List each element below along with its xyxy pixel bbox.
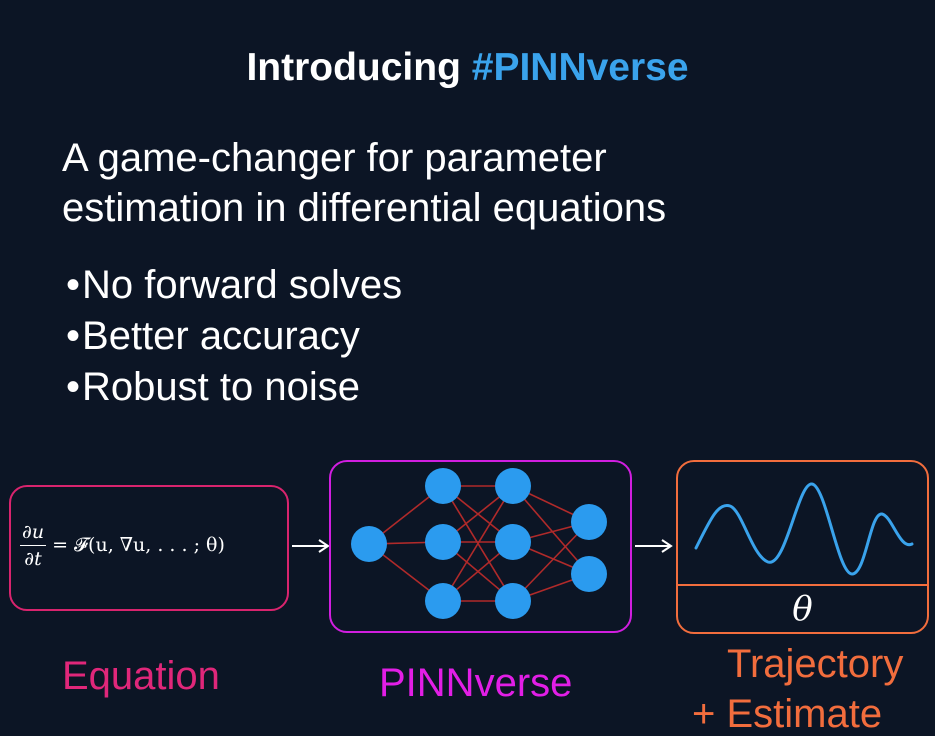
subtitle-line-1: A game-changer for parameter	[62, 136, 607, 180]
network-node	[495, 524, 531, 560]
slide-title: Introducing #PINNverse	[0, 44, 935, 92]
bullet-item: •No forward solves	[66, 260, 402, 311]
trajectory-box: θ	[676, 460, 929, 634]
network-node	[425, 524, 461, 560]
fraction-numerator: ∂u	[20, 520, 47, 546]
bullet-list: •No forward solves •Better accuracy •Rob…	[66, 260, 402, 413]
bullet-text: Better accuracy	[82, 314, 360, 358]
differential-equation: ∂u ∂t = 𝓕(u, ∇u, . . . ; θ)	[20, 513, 225, 577]
bullet-marker: •	[66, 314, 81, 358]
subtitle-line-2: estimation in differential equations	[62, 186, 667, 230]
equation-box	[9, 485, 289, 611]
label-estimate: + Estimate	[692, 692, 883, 736]
network-node	[571, 556, 607, 592]
network-node	[495, 468, 531, 504]
network-node	[495, 583, 531, 619]
network-node	[351, 526, 387, 562]
label-pinnverse: PINNverse	[379, 661, 573, 705]
subtitle: A game-changer for parameter estimation …	[62, 133, 666, 233]
network-edge	[442, 485, 514, 602]
bullet-text: No forward solves	[82, 263, 403, 307]
divider-line	[678, 584, 927, 586]
label-trajectory: Trajectory	[727, 642, 904, 686]
equation-rhs: = 𝓕(u, ∇u, . . . ; θ)	[52, 534, 225, 556]
network-node	[425, 468, 461, 504]
arrow-right-icon	[292, 539, 330, 553]
bullet-item: •Robust to noise	[66, 362, 402, 413]
label-equation: Equation	[62, 654, 220, 698]
title-hashtag: #PINNverse	[471, 46, 689, 89]
title-prefix: Introducing	[246, 46, 461, 89]
network-nodes	[351, 468, 607, 619]
network-box	[329, 460, 632, 633]
theta-symbol: θ	[792, 589, 813, 629]
trajectory-wave	[694, 482, 914, 576]
network-node	[571, 504, 607, 540]
network-edges	[368, 485, 590, 602]
bullet-marker: •	[66, 365, 81, 409]
neural-network-diagram	[351, 468, 607, 619]
bullet-marker: •	[66, 263, 81, 307]
network-edge	[512, 485, 590, 575]
network-edge	[512, 521, 590, 602]
bullet-item: •Better accuracy	[66, 311, 402, 362]
bullet-text: Robust to noise	[82, 365, 360, 409]
arrow-right-icon	[635, 539, 673, 553]
fraction-denominator: ∂t	[24, 547, 42, 570]
network-node	[425, 583, 461, 619]
derivative-fraction: ∂u ∂t	[20, 520, 47, 571]
